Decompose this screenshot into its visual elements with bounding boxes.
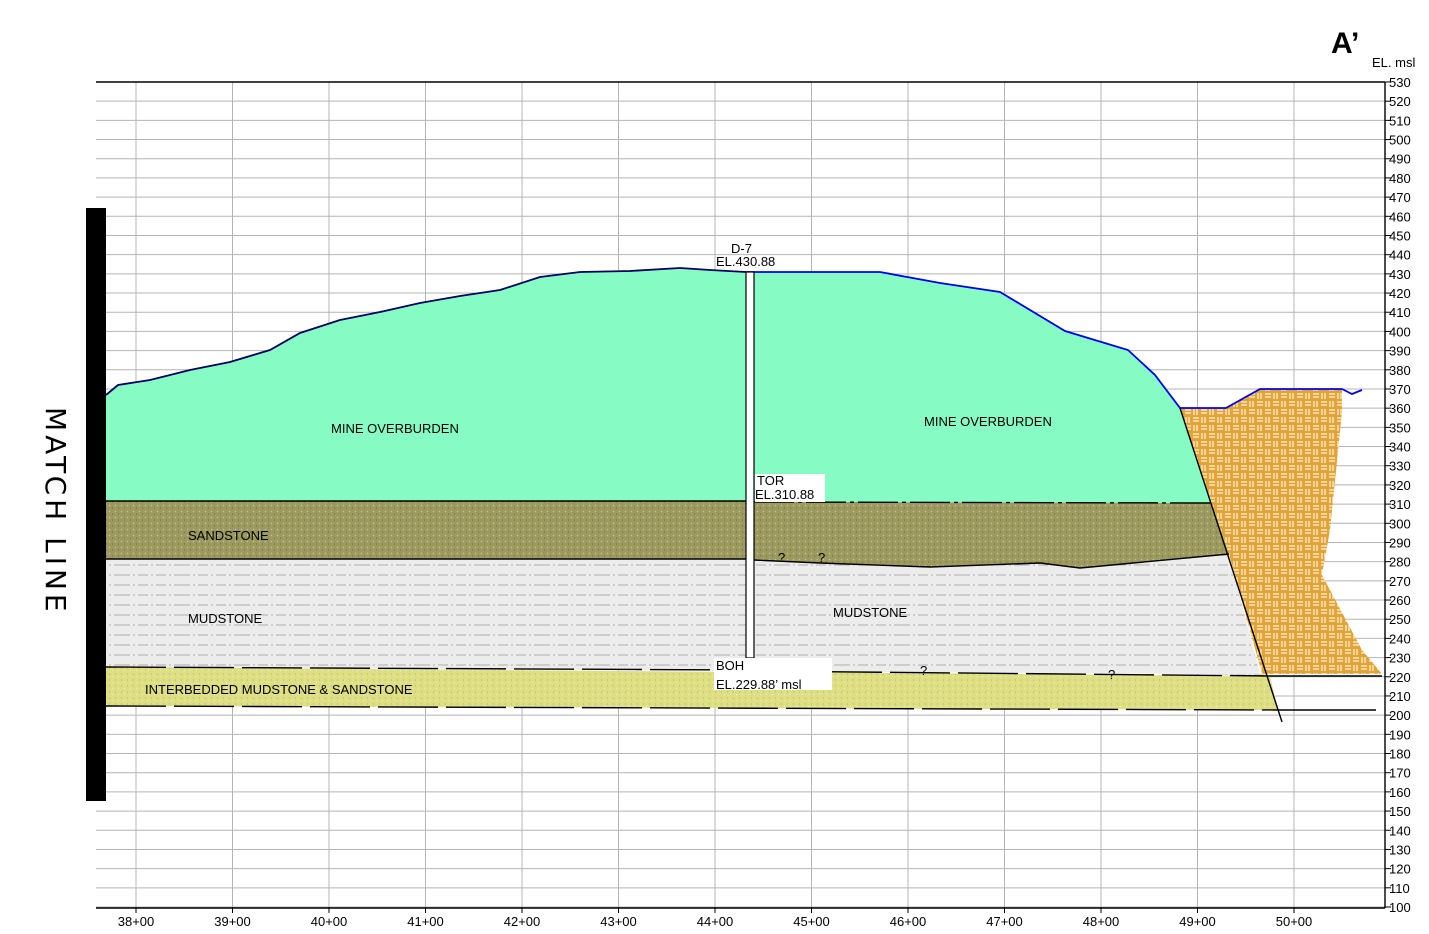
boring-boh-box xyxy=(714,658,832,690)
elevation-tick-label: 380 xyxy=(1389,363,1411,378)
boring-tor-label: TOR xyxy=(757,473,784,488)
elevation-tick-label: 100 xyxy=(1389,900,1411,915)
station-tick-label: 48+00 xyxy=(1083,914,1120,929)
fill-hatch-unit xyxy=(1180,389,1382,674)
elevation-tick-label: 130 xyxy=(1389,842,1411,857)
unit-label-mudstone-right: MUDSTONE xyxy=(833,605,907,620)
contact-lines xyxy=(105,407,1382,723)
boring-tor-elevation: EL.310.88 xyxy=(755,487,814,502)
station-tick-label: 47+00 xyxy=(986,914,1023,929)
elevation-tick-label: 260 xyxy=(1389,593,1411,608)
elevation-tick-label: 200 xyxy=(1389,708,1411,723)
elevation-tick-label: 310 xyxy=(1389,497,1411,512)
boring-top-elevation: EL.430.88 xyxy=(716,254,775,269)
boring-name: D-7 xyxy=(731,241,752,256)
elevation-tick-label: 440 xyxy=(1389,248,1411,263)
elevation-tick-label: 460 xyxy=(1389,209,1411,224)
elevation-tick-label: 450 xyxy=(1389,228,1411,243)
elevation-tick-label: 530 xyxy=(1389,75,1411,90)
uncertain-marker: ? xyxy=(1108,667,1115,682)
uncertain-marker: ? xyxy=(920,663,927,678)
uncertain-marker: ? xyxy=(818,550,825,565)
station-tick-label: 45+00 xyxy=(793,914,830,929)
elevation-tick-label: 490 xyxy=(1389,152,1411,167)
elevation-tick-label: 120 xyxy=(1389,862,1411,877)
elevation-labels: 530 520 510 500 490 480 470 460 450 440 430 420 410 4… xyxy=(1389,75,1411,915)
unit-label-overburden-left: MINE OVERBURDEN xyxy=(331,421,459,436)
elevation-tick-label: 300 xyxy=(1389,516,1411,531)
elevation-tick-label: 160 xyxy=(1389,785,1411,800)
station-tick-label: 43+00 xyxy=(600,914,637,929)
unit-label-overburden-right: MINE OVERBURDEN xyxy=(924,414,1052,429)
station-tick-label: 40+00 xyxy=(311,914,348,929)
boring-boh-label: BOH xyxy=(716,658,744,673)
station-tick-label: 42+00 xyxy=(504,914,541,929)
station-tick-label: 49+00 xyxy=(1179,914,1216,929)
elevation-tick-label: 210 xyxy=(1389,689,1411,704)
elevation-tick-label: 230 xyxy=(1389,651,1411,666)
elevation-tick-label: 500 xyxy=(1389,133,1411,148)
sandstone-unit xyxy=(106,501,1229,568)
station-labels: 38+00 39+00 40+00 41+00 42+00 43+00 44+00 45+00… xyxy=(118,914,1313,929)
uncertain-marker: ? xyxy=(778,550,785,565)
elevation-tick-label: 250 xyxy=(1389,612,1411,627)
elevation-tick-label: 340 xyxy=(1389,440,1411,455)
elevation-tick-label: 140 xyxy=(1389,823,1411,838)
elevation-tick-label: 190 xyxy=(1389,727,1411,742)
mudstone-unit xyxy=(106,554,1270,676)
station-tick-label: 41+00 xyxy=(407,914,444,929)
elevation-tick-label: 410 xyxy=(1389,305,1411,320)
unit-label-mudstone-left: MUDSTONE xyxy=(188,611,262,626)
elevation-tick-label: 360 xyxy=(1389,401,1411,416)
elevation-tick-label: 470 xyxy=(1389,190,1411,205)
station-tick-label: 50+00 xyxy=(1276,914,1313,929)
elevation-tick-label: 370 xyxy=(1389,382,1411,397)
axis-ticks xyxy=(135,81,1391,913)
station-tick-label: 38+00 xyxy=(118,914,155,929)
elevation-tick-label: 520 xyxy=(1389,94,1411,109)
elevation-tick-label: 330 xyxy=(1389,459,1411,474)
station-tick-label: 46+00 xyxy=(890,914,927,929)
station-tick-label: 44+00 xyxy=(697,914,734,929)
elevation-tick-label: 290 xyxy=(1389,535,1411,550)
match-line-label: MATCH LINE xyxy=(39,407,72,616)
elevation-tick-label: 390 xyxy=(1389,344,1411,359)
boring-boh-elevation: EL.229.88’ msl xyxy=(716,677,802,692)
elevation-unit-label: EL. msl xyxy=(1372,55,1415,70)
mine-overburden-unit xyxy=(106,268,1212,503)
interbedded-unit xyxy=(106,667,1278,710)
elevation-tick-label: 110 xyxy=(1389,881,1410,896)
elevation-tick-label: 270 xyxy=(1389,574,1411,589)
station-tick-label: 39+00 xyxy=(214,914,251,929)
elevation-tick-label: 170 xyxy=(1389,766,1411,781)
elevation-tick-label: 240 xyxy=(1389,631,1411,646)
ground-surface-line xyxy=(105,267,747,396)
section-label: A’ xyxy=(1331,27,1359,60)
elevation-tick-label: 180 xyxy=(1389,747,1411,762)
elevation-tick-label: 320 xyxy=(1389,478,1411,493)
elevation-tick-label: 350 xyxy=(1389,420,1411,435)
unit-label-interbedded: INTERBEDDED MUDSTONE & SANDSTONE xyxy=(145,682,413,697)
unit-label-sandstone: SANDSTONE xyxy=(188,528,269,543)
elevation-tick-label: 280 xyxy=(1389,555,1411,570)
elevation-tick-label: 400 xyxy=(1389,324,1411,339)
elevation-tick-label: 150 xyxy=(1389,804,1411,819)
ground-surface-line-blue xyxy=(746,271,1363,409)
elevation-tick-label: 510 xyxy=(1389,113,1411,128)
elevation-tick-label: 430 xyxy=(1389,267,1411,282)
match-line-bar xyxy=(86,208,106,801)
boring-tor-box xyxy=(755,474,825,502)
boring-d7-column xyxy=(745,271,755,659)
elevation-tick-label: 220 xyxy=(1389,670,1411,685)
elevation-tick-label: 420 xyxy=(1389,286,1411,301)
elevation-tick-label: 480 xyxy=(1389,171,1411,186)
